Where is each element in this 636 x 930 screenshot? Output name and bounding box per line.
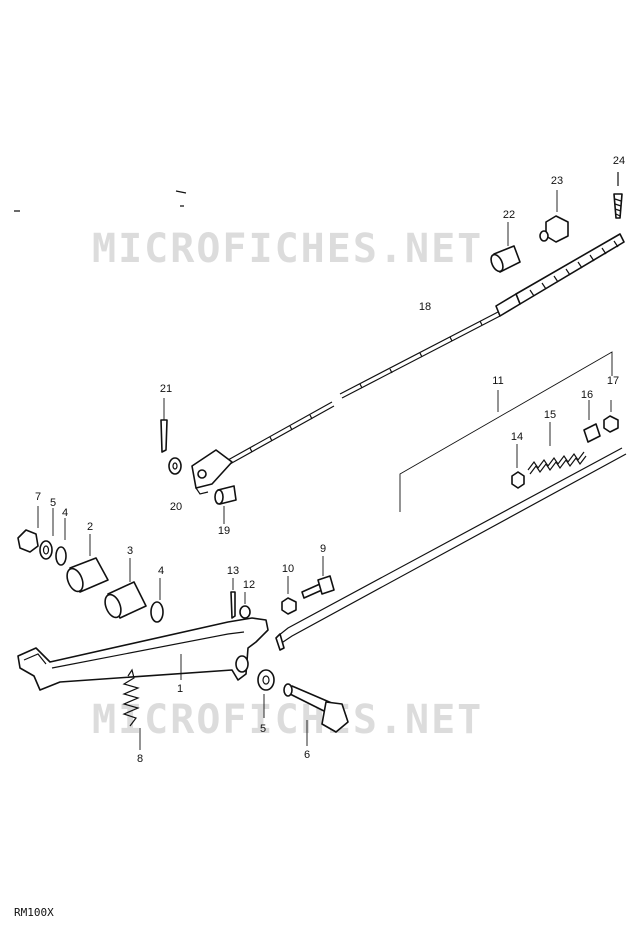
part-24-screw	[613, 172, 623, 219]
callout-22: 22	[503, 209, 515, 221]
callout-4-right: 4	[158, 565, 164, 577]
part-16-joint	[583, 400, 601, 443]
part-2-bushing	[66, 534, 109, 593]
callout-13: 13	[227, 565, 239, 577]
callout-8: 8	[137, 753, 143, 765]
part-23-nut	[539, 190, 569, 243]
callout-7: 7	[35, 491, 41, 503]
callout-17: 17	[607, 375, 619, 387]
part-18-brake-rod	[191, 233, 625, 495]
callout-19: 19	[218, 525, 230, 537]
model-code: RM100X	[14, 906, 54, 919]
part-15-spring	[527, 422, 587, 475]
callout-10: 10	[282, 563, 294, 575]
callout-21: 21	[160, 383, 172, 395]
callout-6: 6	[304, 749, 310, 761]
callout-4-left: 4	[62, 507, 68, 519]
part-3-bushing	[104, 558, 147, 619]
callout-2: 2	[87, 521, 93, 533]
part-9-bolt	[301, 556, 335, 599]
part-19-pin	[214, 485, 237, 524]
watermark-top: MICROFICHES.NET	[92, 226, 483, 272]
callout-16: 16	[581, 389, 593, 401]
callout-24: 24	[613, 155, 625, 167]
part-8-return-spring	[122, 668, 141, 750]
callout-5-left: 5	[50, 497, 56, 509]
callout-20: 20	[170, 501, 182, 513]
stray-marks	[14, 190, 187, 212]
callout-14: 14	[511, 431, 523, 443]
part-12-washer	[239, 592, 251, 619]
callout-18: 18	[419, 301, 431, 313]
part-17-nut	[603, 400, 619, 433]
part-20-washer	[168, 457, 182, 475]
part-1-brake-pedal	[17, 617, 269, 691]
part-4-o-ring-right	[150, 578, 164, 623]
callout-labels: 24 23 22 18 11 21 17 16 15 14 20 19 7 5 …	[35, 155, 625, 765]
part-6-pivot-bolt	[283, 683, 349, 746]
part-5-washer-right	[257, 669, 275, 718]
part-7-nut	[17, 506, 39, 553]
part-4-o-ring-left	[55, 518, 67, 566]
callout-9: 9	[320, 543, 326, 555]
part-11-group-bracket	[399, 351, 613, 512]
part-11-long-rod	[275, 447, 627, 651]
part-14-nut	[511, 444, 525, 489]
part-5-washer-left	[39, 508, 54, 560]
watermark-bottom: MICROFICHES.NET	[92, 697, 483, 743]
callout-5-right: 5	[260, 723, 266, 735]
part-10-nut	[281, 576, 297, 615]
callout-12: 12	[243, 579, 255, 591]
callout-23: 23	[551, 175, 563, 187]
part-13-cotter-pin	[230, 578, 236, 619]
callout-1: 1	[177, 683, 183, 695]
callout-11: 11	[492, 375, 503, 387]
callout-15: 15	[544, 409, 556, 421]
part-22-adjuster	[490, 222, 521, 273]
callout-3: 3	[127, 545, 133, 557]
part-21-cotter-pin	[160, 398, 168, 453]
